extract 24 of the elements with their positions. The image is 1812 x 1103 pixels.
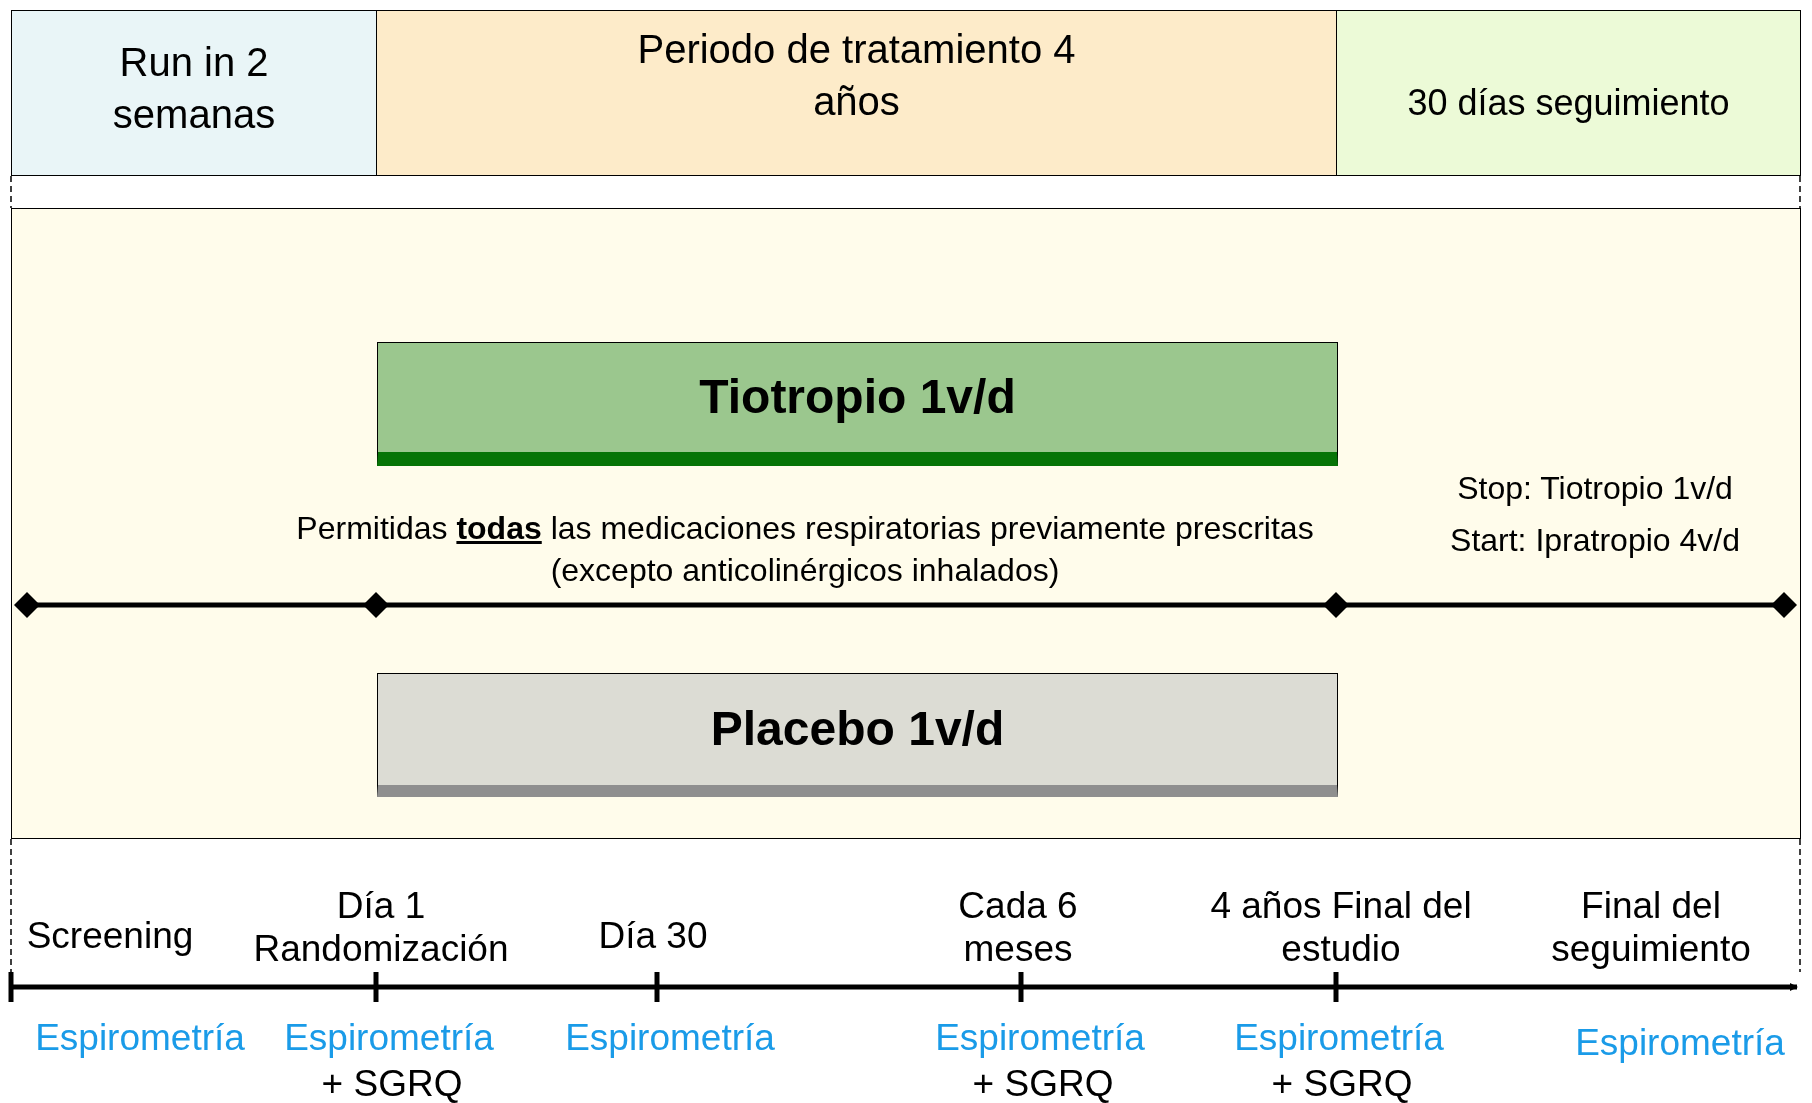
test-label: Espirometría (34, 1017, 246, 1060)
test-label: + SGRQ (1270, 1063, 1414, 1103)
phase-box: Periodo de tratamiento 4 años (376, 10, 1337, 176)
test-label: Espirometría (1574, 1022, 1786, 1065)
timepoint-label: Screening (25, 915, 195, 958)
note-text: Start: Ipratropio 4v/d (1449, 522, 1741, 559)
test-label: Espirometría (934, 1017, 1146, 1060)
test-label: Espirometría (564, 1017, 776, 1060)
test-label: Espirometría (1233, 1017, 1445, 1060)
note-text: Permitidas todas las medicaciones respiratorias previamente prescritas (excepto anticolinérgicos inhalados) (295, 509, 1315, 590)
treatment-bar: Tiotropio 1v/d (377, 342, 1338, 466)
test-label: + SGRQ (320, 1063, 464, 1103)
timepoint-label: Cada 6 meses (957, 885, 1079, 971)
treatment-panel (11, 208, 1801, 839)
phase-box: Run in 2 semanas (11, 10, 377, 176)
timepoint-label: Día 30 (597, 915, 709, 958)
phase-box: 30 días seguimiento (1336, 10, 1801, 176)
timepoint-label: 4 años Final del estudio (1209, 885, 1473, 971)
test-label: + SGRQ (971, 1063, 1115, 1103)
treatment-bar: Placebo 1v/d (377, 673, 1338, 797)
timepoint-label: Día 1 Randomización (252, 885, 510, 971)
test-label: Espirometría (283, 1017, 495, 1060)
timepoint-label: Final del seguimiento (1550, 885, 1752, 971)
note-text: Stop: Tiotropio 1v/d (1456, 470, 1734, 507)
